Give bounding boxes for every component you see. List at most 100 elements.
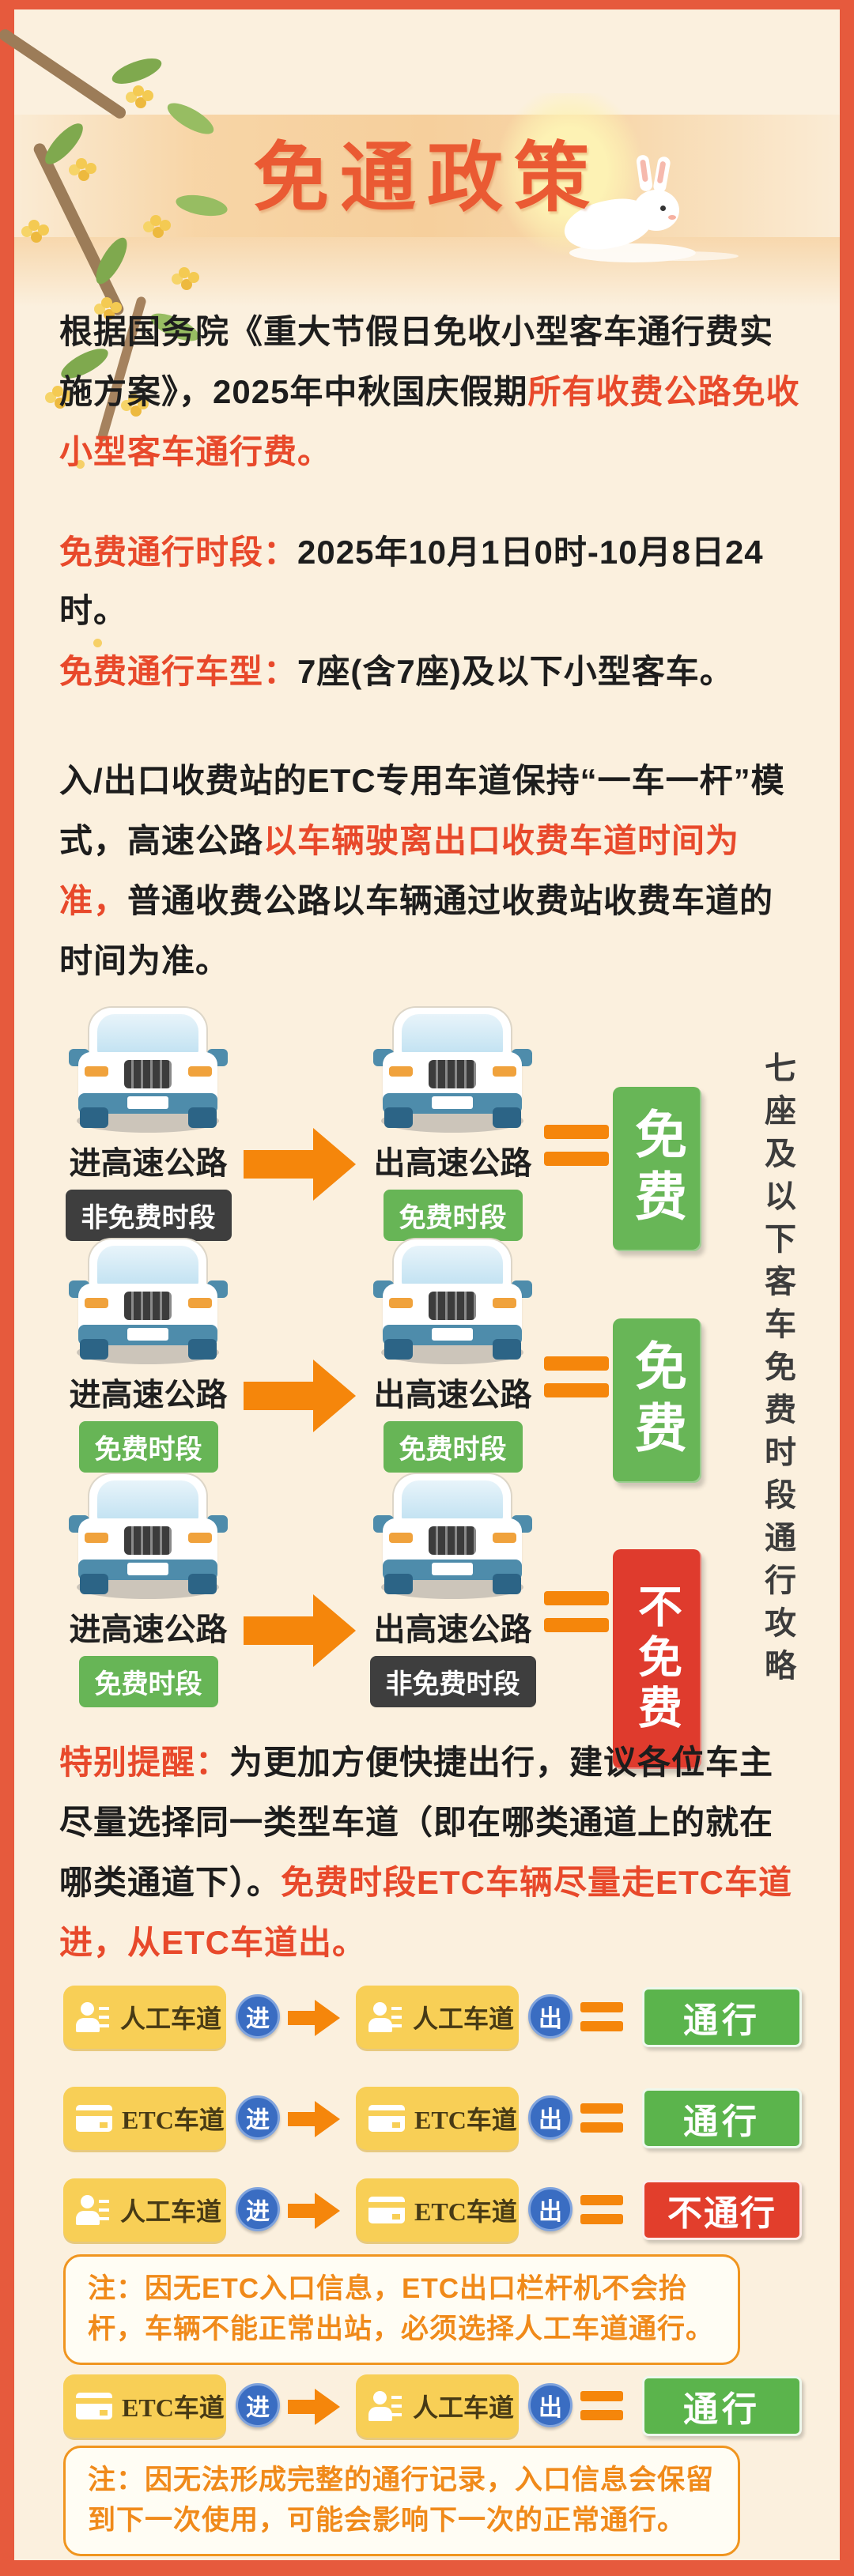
result-tag-free: 免费 <box>613 1087 701 1251</box>
enter-highway-column: 进高速公路 免费时段 <box>55 1239 241 1473</box>
exit-circle-badge: 出 <box>528 2383 572 2427</box>
time-period-badge: 非免费时段 <box>65 1190 232 1241</box>
title-band-fade <box>14 237 840 307</box>
arrow-right-icon <box>288 2000 340 2036</box>
result-badge-pass: 通行 <box>642 2088 802 2148</box>
manual-lane-badge: 人工车道 <box>356 2374 519 2438</box>
person-icon <box>368 2389 403 2423</box>
result-tag-free: 免费 <box>613 1318 701 1483</box>
branch-icon <box>0 27 128 121</box>
flower-icon <box>52 386 63 397</box>
lane-label: 人工车道 <box>120 2005 222 2033</box>
equals-icon <box>580 2391 623 2429</box>
enter-highway-column: 进高速公路 免费时段 <box>55 1474 241 1707</box>
enter-highway-label: 进高速公路 <box>69 1612 228 1647</box>
enter-circle-badge: 进 <box>236 2095 280 2140</box>
exit-circle-badge: 出 <box>528 2187 572 2231</box>
side-caption: 七座及以下客车免费时段通行攻略 <box>760 1051 795 1692</box>
flower-icon <box>133 85 144 96</box>
reminder-paragraph: 特别提醒：为更加方便快捷出行，建议各位车主尽量选择同一类型车道（即在哪类通道上的… <box>59 1733 807 1973</box>
car-icon <box>372 1474 534 1599</box>
car-icon <box>67 1239 229 1364</box>
flower-icon <box>76 158 87 169</box>
note-box: 注：因无法形成完整的通行记录，入口信息会保留到下一次使用，可能会影响下一次的正常… <box>63 2446 740 2556</box>
enter-circle-badge: 进 <box>236 2187 280 2231</box>
person-icon <box>368 2000 403 2035</box>
lane-label: 人工车道 <box>413 2393 515 2422</box>
free-time-paragraph: 免费通行时段：2025年10月1日0时-10月8日24时。 <box>59 523 807 640</box>
exit-highway-column: 出高速公路 免费时段 <box>360 1008 546 1241</box>
free-time-label: 免费通行时段： <box>59 534 298 571</box>
etc-rule-text-2: 普通收费公路以车辆通过收费站收费车道的时间为准。 <box>59 882 774 979</box>
reminder-text: 为更加方便快捷出行，建议各位车主尽量选择同一类型车道（即在哪类通道上的就在哪类通… <box>59 1744 774 1901</box>
equals-icon <box>580 2103 623 2141</box>
time-period-badge: 免费时段 <box>78 1656 218 1707</box>
intro-paragraph: 根据国务院《重大节假日免收小型客车通行费实施方案》，2025年中秋国庆假期所有收… <box>59 302 807 482</box>
enter-circle-badge: 进 <box>236 1994 280 2039</box>
exit-circle-badge: 出 <box>528 1994 572 2039</box>
time-period-badge: 免费时段 <box>383 1421 523 1473</box>
etc-lane-badge: ETC车道 <box>356 2087 519 2150</box>
lane-diagram-row: ETC车道 进 人工车道 出 通行 <box>47 2374 807 2441</box>
flower-icon <box>128 394 139 405</box>
exit-highway-label: 出高速公路 <box>373 1378 532 1412</box>
free-time-value: 2025年10月1日0时-10月8日24时。 <box>59 534 764 629</box>
enter-highway-label: 进高速公路 <box>69 1146 228 1181</box>
etc-lane-badge: ETC车道 <box>63 2374 226 2438</box>
highway-diagram-row: 进高速公路 免费时段 出高速公路 非免费时段 不免费 <box>47 1474 807 1769</box>
etc-lane-badge: ETC车道 <box>356 2178 519 2242</box>
lane-diagram-row: 人工车道 进 人工车道 出 通行 <box>47 1986 807 2052</box>
flower-icon <box>150 215 161 226</box>
person-icon <box>76 2000 111 2035</box>
reminder-label: 特别提醒： <box>59 1744 230 1781</box>
free-vehicle-label: 免费通行车型： <box>59 653 298 690</box>
lane-label: 人工车道 <box>120 2197 222 2226</box>
lane-label: ETC车道 <box>122 2393 225 2422</box>
car-icon <box>372 1239 534 1364</box>
note-box: 注：因无ETC入口信息，ETC出口栏杆机不会抬杆，车辆不能正常出站，必须选择人工… <box>63 2254 740 2365</box>
result-tag-not-free: 不免费 <box>613 1549 701 1769</box>
top-frame-border <box>14 0 840 9</box>
osmanthus-branch-icon <box>0 16 269 648</box>
manual-lane-badge: 人工车道 <box>356 1986 519 2049</box>
leaf-icon <box>108 53 165 89</box>
exit-highway-column: 出高速公路 免费时段 <box>360 1239 546 1473</box>
time-period-badge: 非免费时段 <box>369 1656 536 1707</box>
reminder-highlight: 免费时段ETC车辆尽量走ETC车道进，从ETC车道出。 <box>59 1864 793 1961</box>
enter-highway-column: 进高速公路 非免费时段 <box>55 1008 241 1241</box>
car-icon <box>372 1008 534 1133</box>
arrow-right-icon <box>244 1594 356 1667</box>
time-period-badge: 免费时段 <box>78 1421 218 1473</box>
exit-highway-label: 出高速公路 <box>373 1146 532 1181</box>
car-icon <box>67 1474 229 1599</box>
etc-lane-badge: ETC车道 <box>63 2087 226 2150</box>
manual-lane-badge: 人工车道 <box>63 2178 226 2242</box>
arrow-right-icon <box>288 2101 340 2137</box>
etc-card-icon <box>368 2105 405 2132</box>
rabbit-icon <box>557 154 708 277</box>
intro-highlight: 所有收费公路免收小型客车通行费。 <box>59 373 800 470</box>
etc-rule-highlight: 以车辆驶离出口收费车道时间为准， <box>59 822 740 919</box>
result-badge-pass: 通行 <box>642 1987 802 2047</box>
arrow-right-icon <box>288 2389 340 2425</box>
petal-icon <box>93 639 102 647</box>
flower-icon <box>179 267 190 278</box>
flower-icon <box>101 297 112 308</box>
lane-label: ETC车道 <box>122 2106 225 2134</box>
free-vehicle-paragraph: 免费通行车型：7座(含7座)及以下小型客车。 <box>59 642 807 702</box>
equals-icon <box>544 1356 609 1410</box>
car-icon <box>67 1008 229 1133</box>
equals-icon <box>580 2002 623 2040</box>
intro-text: 根据国务院《重大节假日免收小型客车通行费实施方案》，2025年中秋国庆假期 <box>59 313 774 410</box>
equals-icon <box>544 1591 609 1645</box>
left-frame-border <box>0 0 14 2576</box>
equals-icon <box>580 2195 623 2233</box>
arrow-right-icon <box>244 1360 356 1432</box>
etc-card-icon <box>76 2393 112 2419</box>
lane-diagram-row: ETC车道 进 ETC车道 出 通行 <box>47 2087 807 2153</box>
lane-label: 人工车道 <box>413 2005 515 2033</box>
etc-card-icon <box>76 2105 112 2132</box>
page-title: 免通政策 <box>253 133 601 222</box>
enter-circle-badge: 进 <box>236 2383 280 2427</box>
